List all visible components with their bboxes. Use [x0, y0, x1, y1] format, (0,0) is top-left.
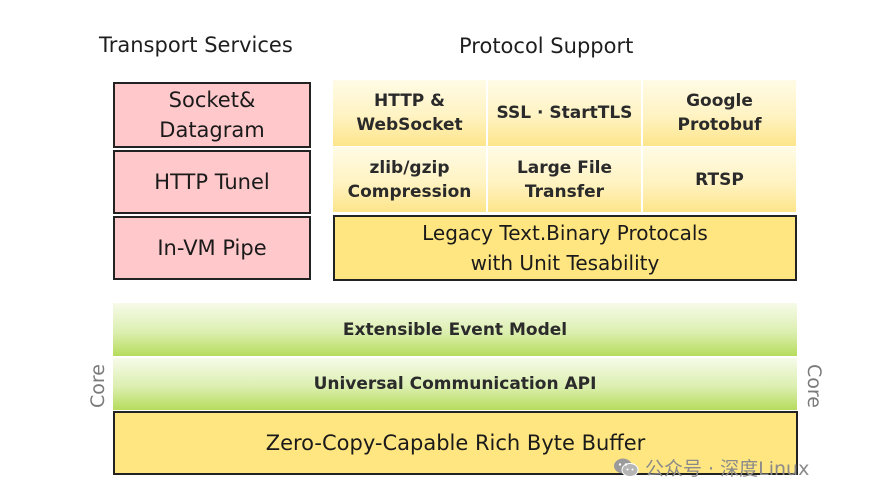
http-tunnel-box: HTTP Tunel — [113, 150, 311, 214]
socket-datagram-box: Socket& Datagram — [113, 82, 311, 148]
transport-services-heading: Transport Services — [99, 33, 293, 57]
http-tunnel-label: HTTP Tunel — [154, 170, 270, 194]
protocol-cell-large-file: Large File Transfer — [488, 147, 641, 212]
core-label-right: Core — [803, 364, 825, 408]
extensible-event-model-layer: Extensible Event Model — [113, 303, 797, 356]
protocol-cell-label: RTSP — [695, 169, 744, 190]
byte-buffer-layer: Zero-Copy-Capable Rich Byte Buffer — [113, 411, 798, 475]
watermark-text: 公众号 · 深度Linux — [645, 458, 810, 480]
protocol-cell-label: HTTP & WebSocket — [356, 91, 463, 135]
legacy-protocols-label: Legacy Text.Binary Protocals with Unit T… — [422, 221, 708, 275]
protocol-cell-label: Large File Transfer — [516, 157, 613, 202]
universal-communication-api-layer: Universal Communication API — [113, 358, 797, 410]
wechat-icon — [614, 458, 639, 477]
protocol-cell-rtsp: RTSP — [643, 147, 796, 212]
protocol-cell-label: Google Protobuf — [677, 91, 762, 135]
protocol-cell-http-websocket: HTTP & WebSocket — [333, 80, 486, 146]
protocol-cell-ssl-starttls: SSL · StartTLS — [488, 80, 641, 146]
legacy-protocols-box: Legacy Text.Binary Protocals with Unit T… — [333, 215, 797, 281]
core-label-left: Core — [87, 364, 109, 408]
watermark: 公众号 · 深度Linux — [613, 454, 809, 481]
byte-buffer-label: Zero-Copy-Capable Rich Byte Buffer — [265, 431, 646, 455]
event-model-label: Extensible Event Model — [342, 319, 568, 340]
socket-datagram-label: Socket& Datagram — [159, 88, 265, 142]
comm-api-label: Universal Communication API — [313, 374, 597, 394]
protocol-grid: HTTP & WebSocket SSL · StartTLS Google P… — [333, 80, 796, 212]
protocol-cell-label: SSL · StartTLS — [496, 103, 633, 123]
protocol-support-heading: Protocol Support — [459, 34, 634, 58]
protocol-cell-zlib-gzip: zlib/gzip Compression — [333, 147, 486, 212]
protocol-cell-label: zlib/gzip Compression — [347, 157, 472, 202]
in-vm-pipe-box: In-VM Pipe — [113, 216, 311, 280]
in-vm-pipe-label: In-VM Pipe — [157, 236, 267, 260]
protocol-cell-google-protobuf: Google Protobuf — [643, 80, 796, 146]
